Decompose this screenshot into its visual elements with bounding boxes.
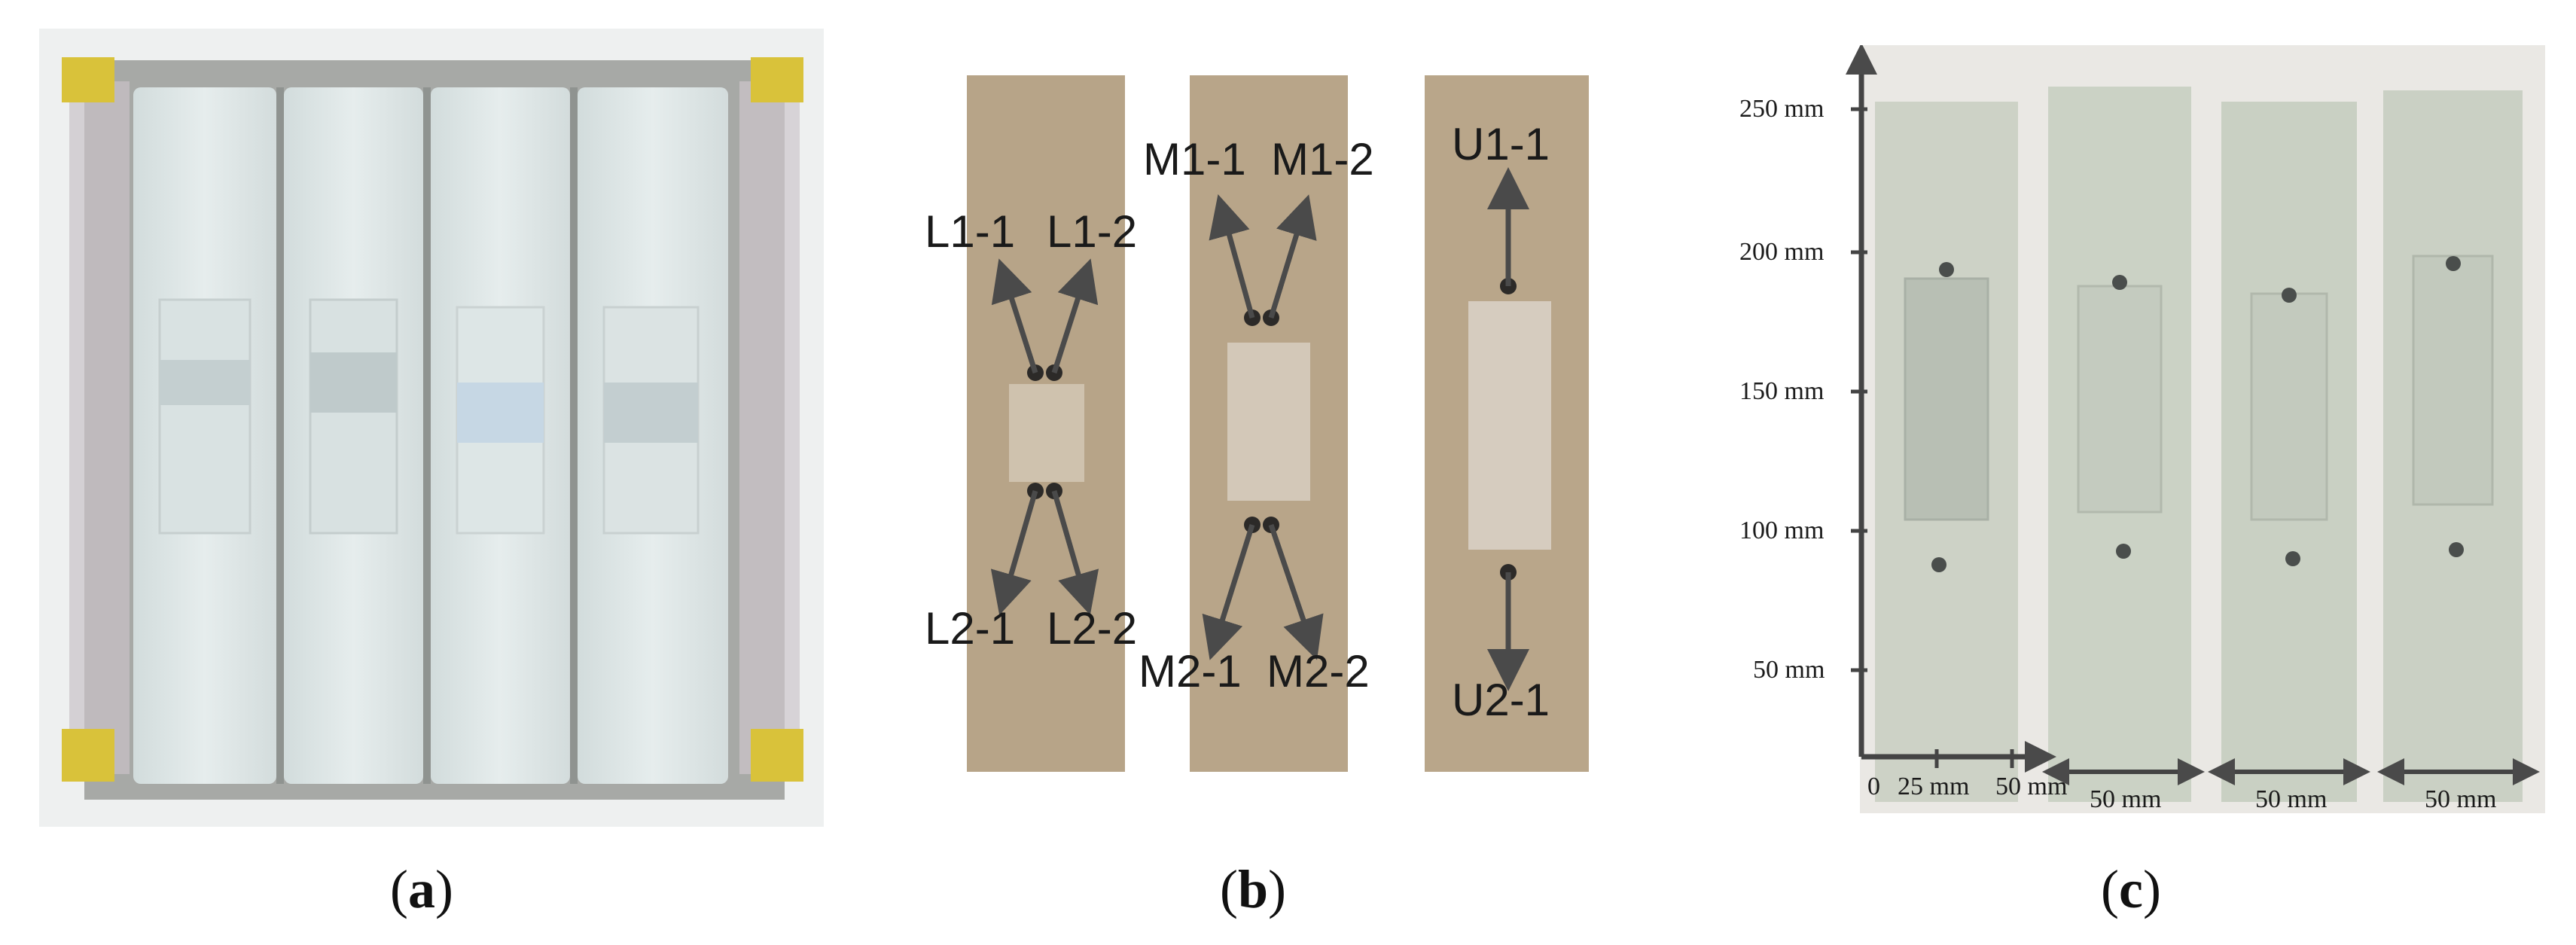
- x-tick-50: 50 mm: [1995, 773, 2068, 800]
- y-tick-250: 250 mm: [1739, 95, 1825, 123]
- strip-gap-3: [570, 87, 578, 784]
- specimen-strip-2: [284, 87, 423, 784]
- y-tick-100: 100 mm: [1739, 517, 1825, 544]
- strip-gap-2: [423, 87, 431, 784]
- strip-gap-1: [276, 87, 284, 784]
- y-tick-200: 200 mm: [1739, 238, 1825, 266]
- x-tick-marks: [1934, 749, 2014, 768]
- y-tick-150: 150 mm: [1739, 377, 1825, 405]
- label-l1-2: L1-2: [1047, 206, 1138, 257]
- tape-top-left: [62, 57, 114, 102]
- specimen-c-1: [1875, 102, 2018, 802]
- specimen-lower: [967, 75, 1125, 772]
- tape-bottom-right: [751, 729, 803, 782]
- panel-a-photo: [39, 29, 824, 827]
- tape-top-right: [751, 57, 803, 102]
- panel-b-svg: [967, 75, 1589, 772]
- label-m2-1: M2-1: [1139, 646, 1242, 697]
- gauge-dots-c: [1931, 256, 2464, 572]
- label-l2-1: L2-1: [925, 603, 1016, 654]
- specimen-c-2: [2048, 87, 2191, 802]
- label-u2-1: U2-1: [1452, 675, 1550, 725]
- panel-a-svg: [39, 29, 824, 827]
- width-label-2: 50 mm: [2255, 785, 2328, 813]
- panel-b-photo: L1-1 L1-2 L2-1 L2-2 M1-1 M1-2 M2-1 M2-2 …: [925, 75, 1596, 776]
- caption-c: (c): [2101, 859, 2161, 919]
- y-tick-marks: [1851, 107, 1867, 672]
- label-l2-2: L2-2: [1047, 603, 1138, 654]
- caption-b: (b): [1220, 859, 1287, 919]
- label-u1-1: U1-1: [1452, 119, 1550, 169]
- panel-c-photo: 250 mm 200 mm 150 mm 100 mm 50 mm 0 25 m…: [1732, 43, 2545, 821]
- specimen-strip-1: [133, 87, 276, 784]
- width-label-1: 50 mm: [2090, 785, 2162, 813]
- release-film-right: [739, 81, 800, 774]
- x-tick-0: 0: [1867, 773, 1880, 800]
- caption-a: (a): [390, 859, 453, 919]
- panel-c-svg: [1846, 43, 2545, 813]
- x-tick-25: 25 mm: [1898, 773, 1970, 800]
- specimen-c-4: [2383, 90, 2523, 802]
- label-arrows: [990, 167, 1529, 691]
- specimen-c-3: [2221, 102, 2357, 802]
- tape-bottom-left: [62, 729, 114, 782]
- label-l1-1: L1-1: [925, 206, 1016, 257]
- specimen-strip-4: [578, 87, 728, 784]
- release-film-left: [69, 81, 130, 774]
- label-m2-2: M2-2: [1267, 646, 1370, 697]
- specimen-strip-3: [431, 87, 570, 784]
- label-m1-2: M1-2: [1271, 134, 1374, 184]
- width-label-3: 50 mm: [2425, 785, 2497, 813]
- y-tick-50: 50 mm: [1753, 656, 1825, 684]
- label-m1-1: M1-1: [1143, 134, 1246, 184]
